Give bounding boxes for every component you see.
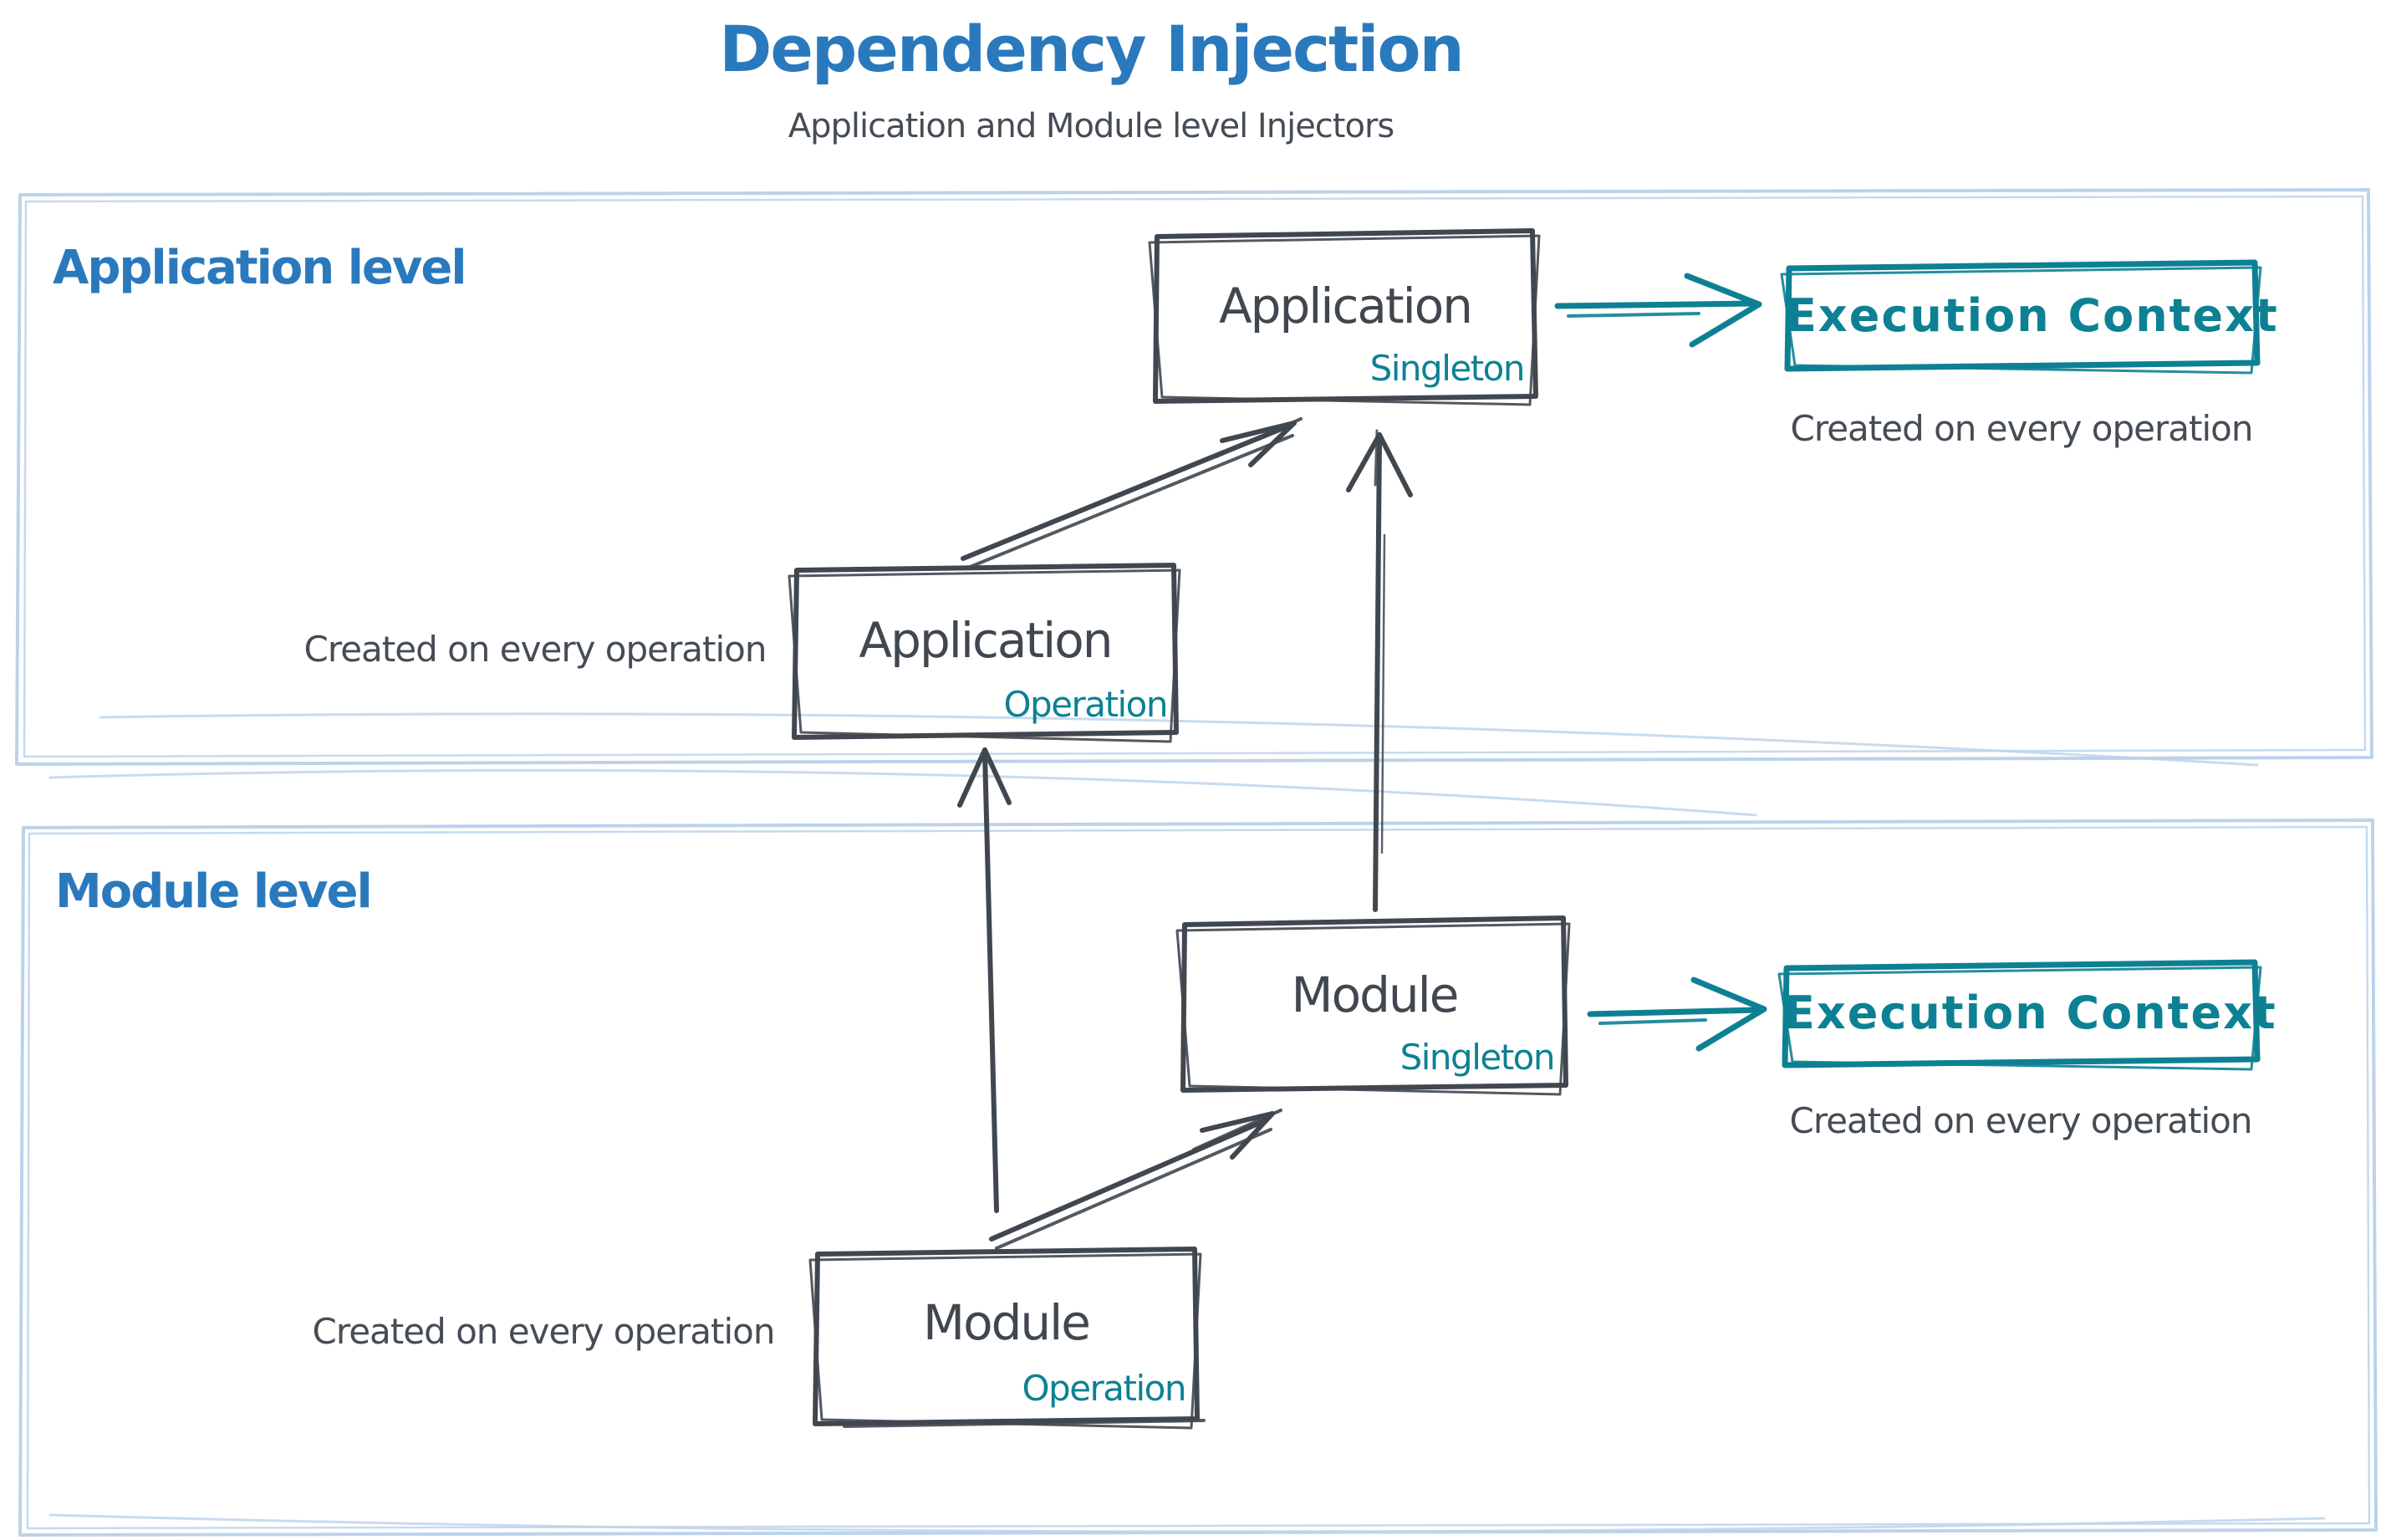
module-execution-context-note: Created on every operation: [1789, 1100, 2253, 1141]
module-singleton-box: [1175, 915, 1571, 1096]
arrow-module-singleton-to-app-singleton-icon: [1346, 429, 1413, 912]
arrow-module-operation-to-module-singleton-icon: [989, 1109, 1282, 1250]
application-execution-context-note: Created on every operation: [1790, 408, 2254, 449]
application-operation-name: Application: [859, 612, 1113, 669]
arrow-app-singleton-to-execution-context-icon: [1554, 273, 1762, 348]
arrow-module-operation-to-app-operation-icon: [957, 747, 1012, 1213]
module-operation-note: Created on every operation: [312, 1311, 776, 1352]
module-operation-scope: Operation: [1022, 1368, 1186, 1409]
module-singleton-name: Module: [1291, 966, 1460, 1023]
page-subtitle: Application and Module level Injectors: [788, 107, 1394, 145]
module-singleton-scope: Singleton: [1399, 1037, 1556, 1078]
application-operation-scope: Operation: [1003, 684, 1168, 725]
module-execution-context-box: [1777, 959, 2262, 1071]
application-level-label: Application level: [53, 241, 467, 295]
module-operation-box: [808, 1247, 1206, 1430]
module-level-label: Module level: [55, 864, 373, 919]
application-execution-context-label: Execution Context: [1786, 289, 2279, 342]
module-operation-name: Module: [923, 1294, 1091, 1351]
module-execution-context-label: Execution Context: [1784, 987, 2277, 1039]
page-title: Dependency Injection: [719, 12, 1465, 86]
application-operation-box: [788, 563, 1181, 743]
arrow-module-singleton-to-execution-context-icon: [1587, 977, 1767, 1052]
application-operation-note: Created on every operation: [303, 629, 767, 670]
application-execution-context-box: [1780, 259, 2262, 375]
application-singleton-scope: Singleton: [1369, 348, 1526, 389]
application-singleton-box: [1148, 228, 1541, 406]
module-section-border: [18, 768, 2378, 1537]
arrow-app-operation-to-app-singleton-icon: [961, 417, 1303, 569]
application-singleton-name: Application: [1218, 278, 1473, 334]
